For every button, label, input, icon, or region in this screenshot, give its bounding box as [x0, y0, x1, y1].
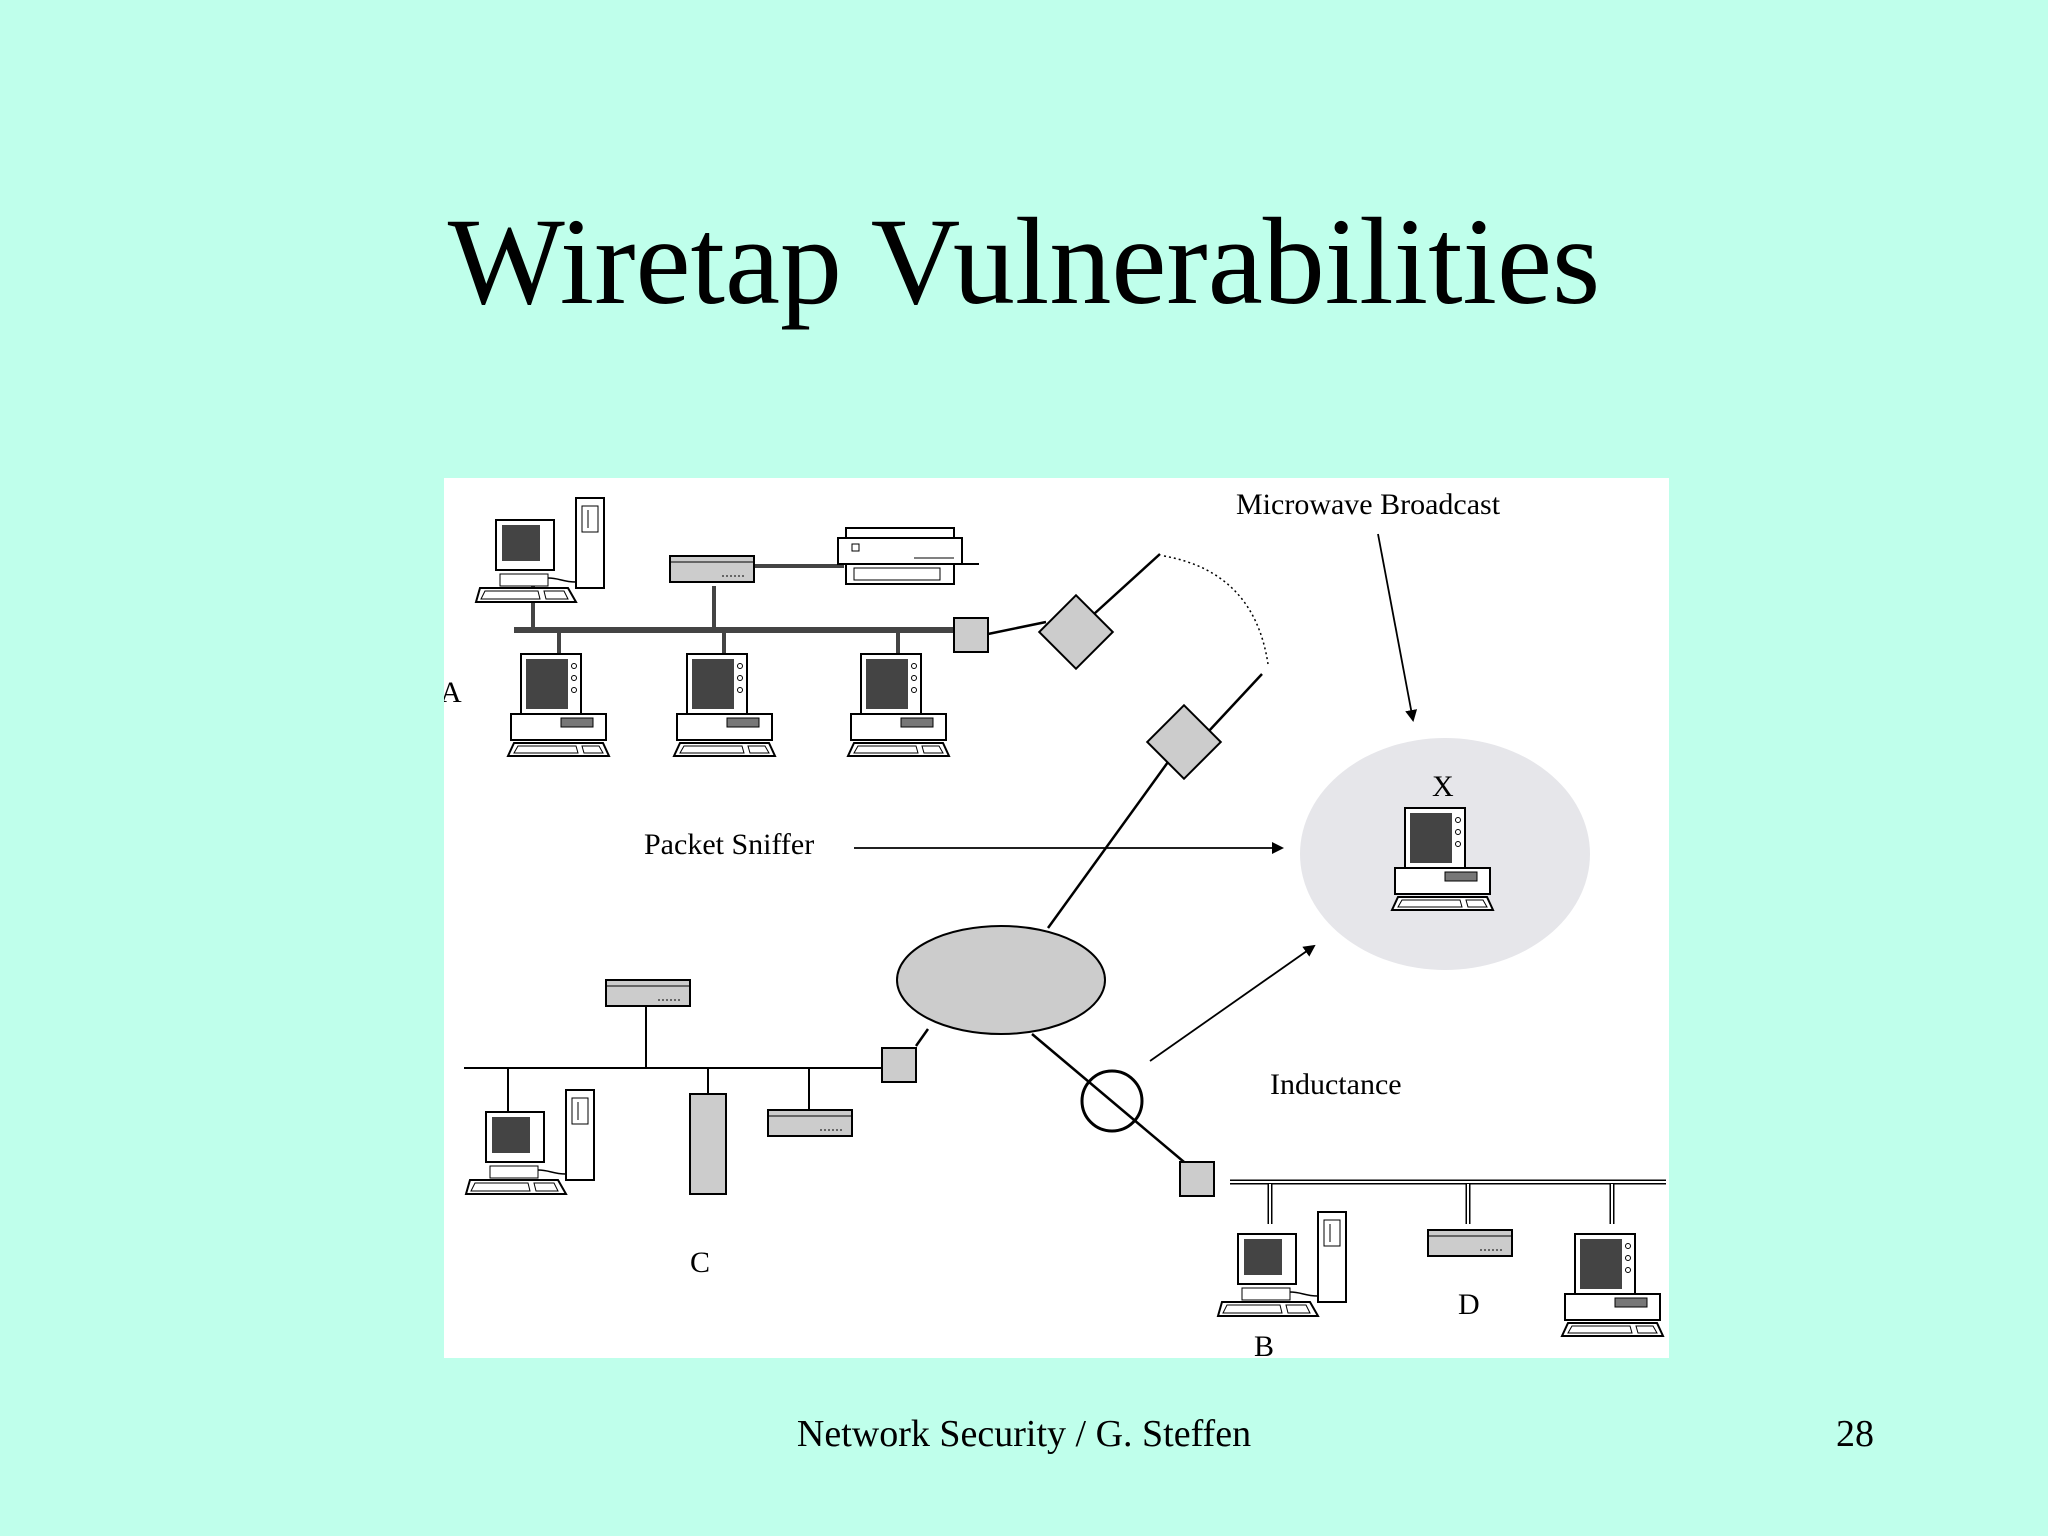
microwave-antenna-bottom: [1145, 703, 1223, 781]
microwave-signal-arc: [1163, 555, 1269, 665]
packet-sniffer-label: Packet Sniffer: [644, 828, 814, 861]
workstation-a-3: [847, 653, 950, 757]
microwave-arrow: [1377, 533, 1418, 722]
inductance-arrow: [1149, 944, 1316, 1062]
hub-a: [669, 555, 755, 583]
node-c-label: C: [690, 1246, 710, 1279]
node-x-label: X: [1432, 770, 1454, 803]
slide-title: Wiretap Vulnerabilities: [447, 193, 1601, 330]
network-c: C: [464, 979, 884, 1279]
hub-d: [1427, 1229, 1513, 1257]
server-c: [689, 1093, 727, 1195]
hub-c-bottom: [767, 1109, 853, 1137]
network-a: A: [444, 497, 979, 757]
slide-footer: Network Security / G. Steffen: [796, 1413, 1252, 1455]
workstation-a-tower: [475, 497, 605, 603]
network-diagram-svg: A C: [444, 488, 1666, 1358]
inductance-label: Inductance: [1270, 1068, 1402, 1101]
inductance-tap: [1080, 1069, 1144, 1133]
workstation-a-1: [507, 653, 610, 757]
network-diagram: A C: [444, 478, 1669, 1358]
node-a-label: A: [444, 676, 462, 709]
microwave-link: [1037, 553, 1269, 929]
node-b-label: B: [1254, 1330, 1274, 1358]
workstation-b: [1217, 1211, 1347, 1317]
workstation-a-2: [673, 653, 776, 757]
page-number: 28: [1836, 1413, 1874, 1455]
printer-icon: [837, 527, 979, 585]
microwave-broadcast-label: Microwave Broadcast: [1236, 488, 1501, 521]
router-b: [1179, 1161, 1215, 1197]
router-c: [881, 1047, 917, 1083]
workstation-d: [1561, 1233, 1664, 1337]
node-d-label: D: [1458, 1288, 1480, 1321]
workstation-c: [465, 1089, 595, 1195]
router-a: [953, 617, 989, 653]
hub-c-top: [605, 979, 691, 1007]
network-bd: D B: [1217, 1179, 1666, 1358]
network-cloud: [896, 925, 1106, 1035]
